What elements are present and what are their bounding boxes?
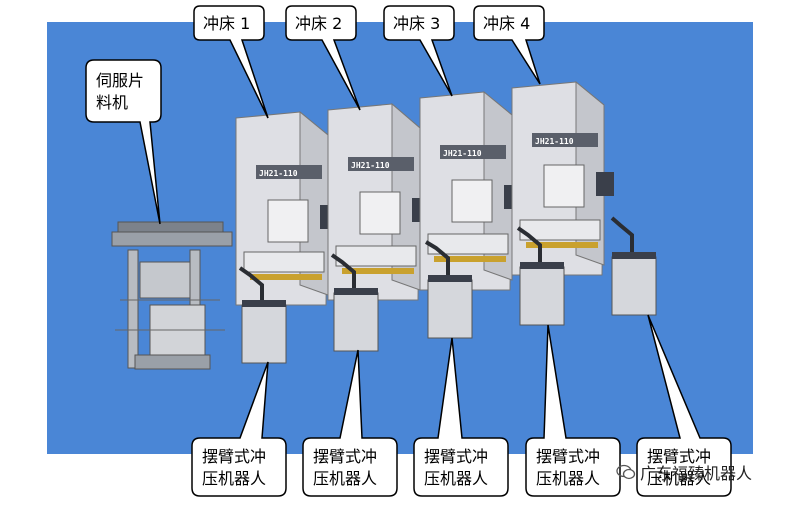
press-3: JH21-110 bbox=[419, 90, 522, 291]
watermark-text: 广东福臻机器人 bbox=[640, 464, 753, 483]
press-4: JH21-110 bbox=[511, 80, 614, 276]
press-1-label: 冲床 1 bbox=[203, 14, 250, 33]
robot-5-label-line2: 压机器人 bbox=[647, 469, 711, 488]
robot-5 bbox=[610, 216, 657, 316]
press-3-plate: JH21-110 bbox=[443, 149, 482, 158]
callout-feeder: 伺服片 料机 bbox=[85, 59, 162, 225]
press-2: JH21-110 bbox=[327, 102, 430, 301]
press-4-label: 冲床 4 bbox=[483, 14, 530, 33]
callout-robot-2: 摆臂式冲 压机器人 bbox=[302, 349, 398, 497]
press-1-plate: JH21-110 bbox=[259, 169, 298, 178]
wechat-icon bbox=[616, 464, 636, 480]
watermark: 广东福臻机器人 bbox=[616, 461, 752, 483]
robot-1 bbox=[238, 266, 287, 364]
robot-2-label-line2: 压机器人 bbox=[313, 469, 377, 488]
robot-5-label-line1: 摆臂式冲 bbox=[647, 447, 711, 466]
robot-3-label-line1: 摆臂式冲 bbox=[424, 447, 488, 466]
callout-press-1: 冲床 1 bbox=[193, 5, 269, 119]
callout-robot-1: 摆臂式冲 压机器人 bbox=[191, 361, 287, 497]
robot-2-label-line1: 摆臂式冲 bbox=[313, 447, 377, 466]
press-2-plate: JH21-110 bbox=[351, 161, 390, 170]
callout-robot-3: 摆臂式冲 压机器人 bbox=[413, 337, 509, 497]
servo-feeder-machine bbox=[111, 221, 233, 370]
robot-2 bbox=[330, 253, 379, 352]
press-3-label: 冲床 3 bbox=[393, 14, 440, 33]
robot-4 bbox=[516, 226, 565, 326]
press-2-label: 冲床 2 bbox=[295, 14, 342, 33]
press-4-plate: JH21-110 bbox=[535, 137, 574, 146]
callout-robot-4: 摆臂式冲 压机器人 bbox=[525, 324, 621, 497]
robot-3 bbox=[424, 240, 473, 339]
robot-1-label-line2: 压机器人 bbox=[202, 469, 266, 488]
callout-robot-5: 摆臂式冲 压机器人 bbox=[636, 314, 732, 497]
callout-press-2: 冲床 2 bbox=[285, 5, 361, 111]
feeder-label-line2: 料机 bbox=[96, 93, 128, 112]
robot-1-label-line1: 摆臂式冲 bbox=[202, 447, 266, 466]
robot-4-label-line2: 压机器人 bbox=[536, 469, 600, 488]
callout-press-3: 冲床 3 bbox=[383, 5, 455, 97]
callout-press-4: 冲床 4 bbox=[473, 5, 545, 85]
feeder-label-line1: 伺服片 bbox=[96, 71, 144, 90]
robot-3-label-line2: 压机器人 bbox=[424, 469, 488, 488]
robot-4-label-line1: 摆臂式冲 bbox=[536, 447, 600, 466]
